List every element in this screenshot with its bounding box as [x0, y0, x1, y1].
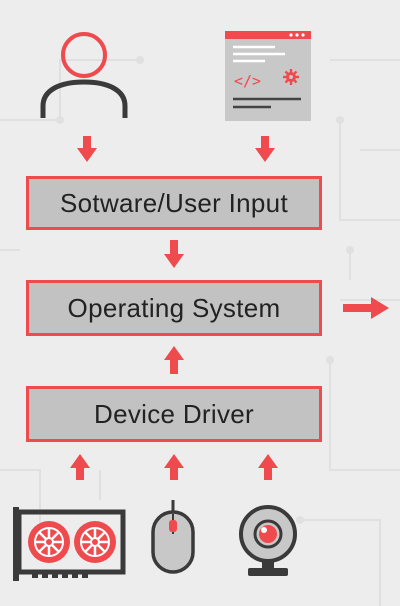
webcam-icon: [239, 505, 297, 576]
operating-system-box: Operating System: [26, 280, 322, 336]
arrow-up-to-os: [164, 346, 184, 374]
arrow-down-software: [255, 136, 275, 162]
mouse-icon: [151, 500, 195, 574]
device-driver-box: Device Driver: [26, 386, 322, 442]
arrow-up-graphics: [70, 454, 90, 480]
software-user-input-label: Sotware/User Input: [60, 187, 288, 218]
arrow-up-webcam: [258, 454, 278, 480]
code-brackets-icon: </>: [234, 72, 261, 90]
arrow-down-user: [77, 136, 97, 162]
operating-system-label: Operating System: [67, 292, 281, 323]
graphics-card-icon: [13, 507, 126, 581]
user-icon: [40, 32, 128, 118]
device-driver-label: Device Driver: [94, 398, 254, 429]
software-window-icon: </>: [225, 31, 311, 121]
software-user-input-box: Sotware/User Input: [26, 176, 322, 230]
arrow-right-output: [343, 297, 389, 319]
arrow-down-to-os: [164, 240, 184, 268]
arrow-up-mouse: [164, 454, 184, 480]
